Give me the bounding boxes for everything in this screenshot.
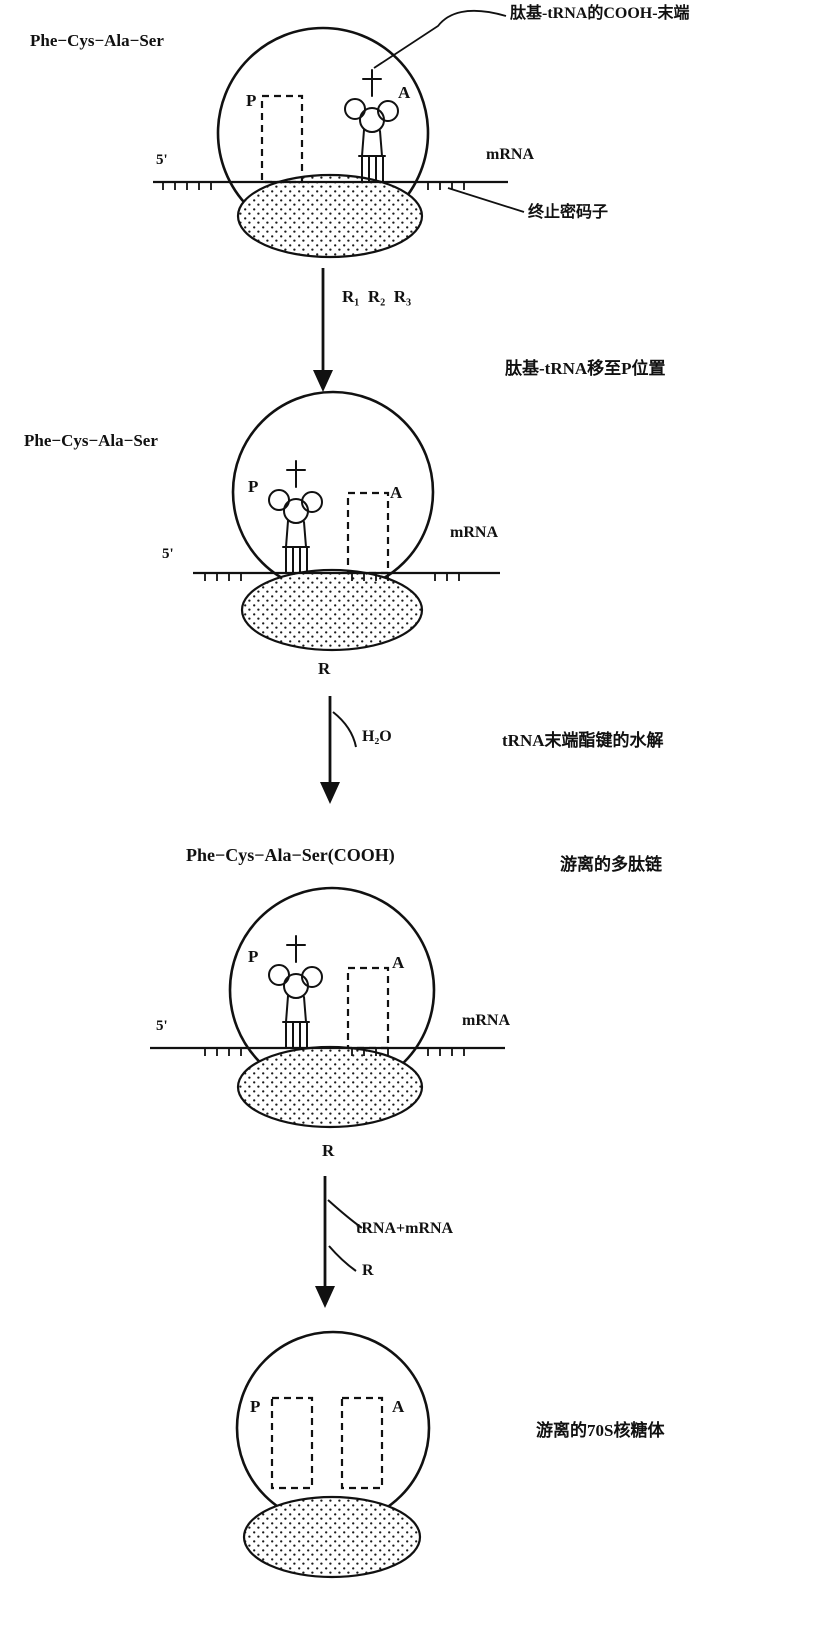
- down-arrow-head: [313, 370, 333, 392]
- release-branch-curve-trna-mrna: [327, 1199, 363, 1229]
- peptide-chain-label: Phe−Cys−Ala−Ser: [30, 31, 164, 50]
- stage4-free-ribosome: [235, 1330, 431, 1579]
- release-branch-curve-r: [328, 1245, 357, 1272]
- mrna-label: mRNA: [450, 524, 498, 541]
- released-trna-mrna-label: tRNA+mRNA: [356, 1220, 454, 1237]
- free-ribosome-caption: 游离的70S核糖体: [536, 1421, 665, 1440]
- down-arrow-head: [315, 1286, 335, 1308]
- leader-line-stop-codon: [447, 187, 525, 213]
- p-site-box: [270, 1396, 314, 1490]
- a-site-label: A: [392, 953, 405, 972]
- mrna-ticks: [204, 573, 460, 581]
- large-subunit-circle: [235, 1330, 431, 1526]
- stage3-ribosome-complex: [150, 886, 505, 1129]
- small-subunit-ellipse: [242, 1495, 422, 1579]
- p-site-label: P: [248, 477, 259, 496]
- five-prime-label: 5': [156, 1018, 168, 1034]
- five-prime-label: 5': [156, 152, 168, 168]
- step3-arrow: [315, 1176, 363, 1308]
- step2-caption: tRNA末端酯键的水解: [502, 731, 664, 750]
- a-site-box: [340, 1396, 384, 1490]
- stage1-ribosome-complex: [153, 9, 525, 259]
- five-prime-label: 5': [162, 546, 174, 562]
- p-site-label: P: [248, 947, 259, 966]
- p-site-label: P: [246, 91, 257, 110]
- mrna-label: mRNA: [486, 146, 534, 163]
- step2-arrow: [320, 696, 357, 804]
- p-site-label: P: [250, 1397, 261, 1416]
- mrna-ticks: [204, 1048, 465, 1056]
- released-r-label: R: [362, 1262, 374, 1279]
- stage2-ribosome-complex: [193, 390, 500, 652]
- small-subunit-ellipse: [236, 1045, 424, 1129]
- mrna-ticks: [162, 182, 465, 190]
- leader-line-cooh: [373, 9, 507, 69]
- ribosome-r-label: R: [318, 659, 331, 678]
- a-site-label: A: [390, 483, 403, 502]
- free-polypeptide-caption: 游离的多肽链: [560, 855, 662, 874]
- cooh-terminus-label: 肽基-tRNA的COOH-末端: [510, 5, 690, 22]
- small-subunit-ellipse: [240, 568, 424, 652]
- peptide-chain-label: Phe−Cys−Ala−Ser: [24, 431, 158, 450]
- stop-codon-label: 终止密码子: [528, 204, 609, 221]
- large-subunit-circle: [231, 390, 435, 594]
- release-factors-label: R₁ R₂ R₃: [342, 287, 412, 306]
- water-label: H₂O: [362, 728, 392, 745]
- a-site-label: A: [398, 83, 411, 102]
- h2o-branch-curve: [332, 711, 357, 748]
- free-peptide-label: Phe−Cys−Ala−Ser(COOH): [186, 845, 395, 865]
- small-subunit-ellipse: [236, 173, 424, 259]
- down-arrow-head: [320, 782, 340, 804]
- a-site-label: A: [392, 1397, 405, 1416]
- ribosome-r-label: R: [322, 1141, 335, 1160]
- step1-caption: 肽基-tRNA移至P位置: [505, 359, 666, 378]
- mrna-label: mRNA: [462, 1012, 510, 1029]
- step1-arrow: [313, 268, 333, 392]
